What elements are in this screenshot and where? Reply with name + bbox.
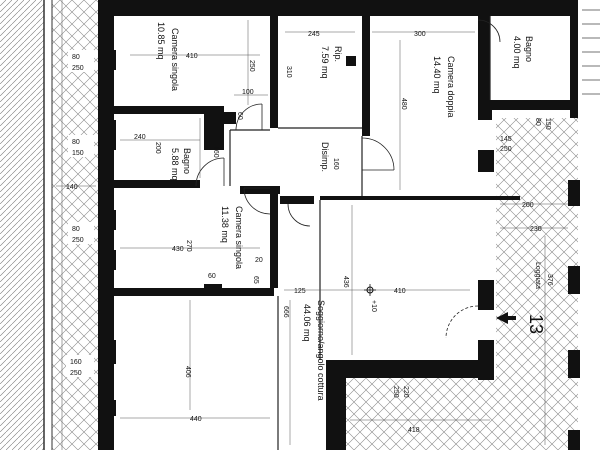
dimension-label: 300 — [414, 31, 426, 38]
dimension-label: 160 — [332, 158, 339, 170]
dimension-label: 310 — [285, 66, 292, 78]
dimension-label: 200 — [154, 142, 161, 154]
room-area: 44.06 mq — [302, 304, 312, 342]
room-name: Bagno — [524, 36, 534, 62]
dimension-label: 230 — [530, 226, 542, 233]
dimension-label: 145 — [500, 136, 512, 143]
bottom-balcony-hatch — [346, 378, 496, 450]
door-swings — [195, 19, 501, 339]
room-name: Disimp. — [320, 142, 330, 172]
balcony-dim: 150 — [72, 150, 84, 157]
dimension-label: 480 — [400, 98, 407, 110]
dimension-label: 140 — [66, 184, 78, 191]
room-area: 10.85 mq — [156, 22, 166, 60]
room-area: 14.40 mq — [432, 56, 442, 94]
dimension-label: 125 — [294, 288, 306, 295]
dimension-label: 418 — [408, 427, 420, 434]
dimension-label: 160 — [212, 146, 219, 158]
room-area: 5.88 mq — [170, 148, 180, 181]
room-name: Rip. — [333, 46, 343, 62]
dimension-label: 100 — [242, 89, 254, 96]
dimension-lines — [56, 20, 568, 445]
dimension-label: 220 — [402, 386, 409, 398]
dimension-label: 240 — [134, 134, 146, 141]
balcony-dim: 250 — [72, 237, 84, 244]
room-name: Camera doppia — [446, 56, 456, 118]
room-area: 4.00 mq — [512, 36, 522, 69]
dimension-label: 150 — [544, 118, 551, 130]
walls — [98, 0, 580, 450]
dimension-label: 250 — [500, 146, 512, 153]
dimension-label: 80 — [534, 118, 541, 126]
dimension-label: 20 — [255, 257, 263, 264]
dimension-label: 250 — [248, 60, 255, 72]
balcony-dim: 250 — [72, 65, 84, 72]
balcony-dim: 80 — [72, 139, 80, 146]
unit-number: 13 — [526, 314, 546, 334]
level-marker — [364, 284, 376, 296]
dimension-label: +10 — [370, 300, 377, 312]
dimension-label: 65 — [252, 276, 259, 284]
dimension-label: 410 — [394, 288, 406, 295]
dimension-label: 60 — [208, 273, 216, 280]
dimension-label: 250 — [392, 386, 399, 398]
dimension-label: 270 — [185, 240, 192, 252]
entrance-arrow-icon — [496, 312, 516, 324]
balcony-dim: 250 — [70, 370, 82, 377]
room-name: Soggiorno/angolo cottura — [316, 300, 326, 401]
dimension-label: 376 — [546, 274, 553, 286]
balcony-dim: 80 — [72, 54, 80, 61]
balcony-dim: 160 — [70, 359, 82, 366]
balcony-dims: 80 250 80 150 80 250 160 250 — [66, 50, 94, 377]
room-name: Camera singola — [170, 28, 180, 91]
dimension-label: 666 — [282, 306, 289, 318]
dimension-label: 60 — [236, 112, 243, 120]
loggia-hatch — [496, 118, 580, 450]
dimension-label: 406 — [184, 366, 191, 378]
partitions — [229, 16, 491, 450]
stair-lines — [582, 9, 600, 95]
dimension-label: 410 — [186, 53, 198, 60]
dimension-label: 440 — [190, 416, 202, 423]
dimension-label: 430 — [172, 246, 184, 253]
dimension-label: 436 — [342, 276, 349, 288]
dimension-label: 200 — [522, 202, 534, 209]
room-name: Loggiata — [534, 262, 541, 289]
dimension-label: 245 — [308, 31, 320, 38]
room-area: 11.38 mq — [220, 206, 230, 243]
room-name: Camera singola — [234, 206, 244, 269]
room-name: Bagno — [182, 148, 192, 174]
balcony-dim: 80 — [72, 226, 80, 233]
room-area: 7.59 mq — [320, 46, 330, 79]
left-diagonal-strip — [0, 0, 44, 450]
right-stair-area — [578, 0, 600, 450]
